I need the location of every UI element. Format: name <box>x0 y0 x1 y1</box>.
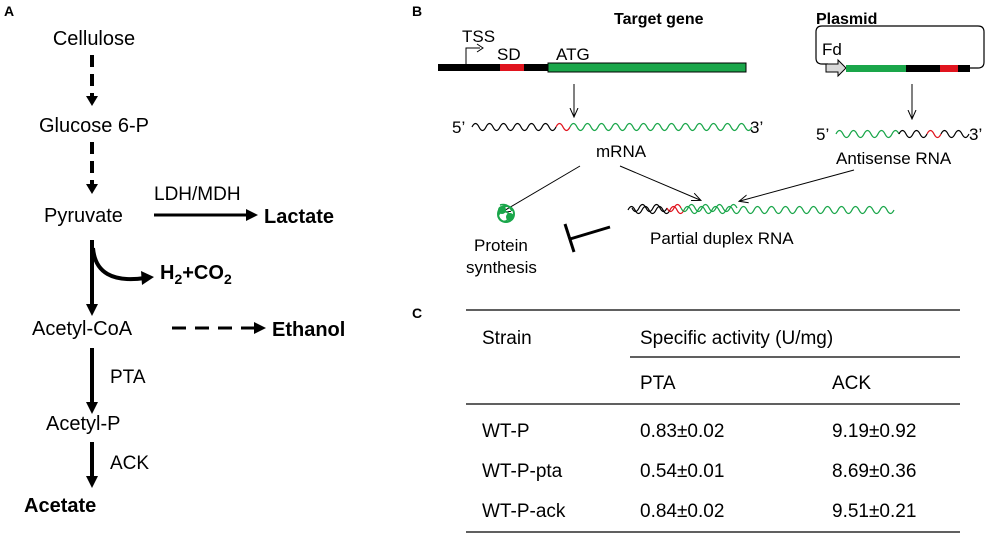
arrow-antisense-to-duplex <box>740 169 855 201</box>
node-ethanol: Ethanol <box>272 319 345 341</box>
tss-label: TSS <box>462 27 495 46</box>
node-pyruvate: Pyruvate <box>44 205 123 227</box>
arrowhead-acetylcoa-ethanol <box>254 322 266 334</box>
antisense-wave-red <box>926 129 942 139</box>
arrowhead-acetylp-acetate <box>86 476 98 488</box>
mrna-5prime: 5’ <box>452 118 465 137</box>
protein-label-line2: synthesis <box>466 258 537 277</box>
mrna-label: mRNA <box>596 142 647 161</box>
antisense-5prime: 5’ <box>816 125 829 144</box>
target-gene-bar <box>438 62 747 73</box>
enzyme-ldh-mdh: LDH/MDH <box>154 184 241 205</box>
node-lactate: Lactate <box>264 206 334 228</box>
node-glucose6p: Glucose 6-P <box>39 115 149 137</box>
duplex-label: Partial duplex RNA <box>650 229 794 248</box>
svg-text:WT-P-ack: WT-P-ack <box>482 501 566 522</box>
mrna-wave-black <box>471 122 557 132</box>
mrna-3prime: 3’ <box>750 118 763 137</box>
atg-label: ATG <box>556 45 590 64</box>
mrna-wave-green <box>569 122 753 132</box>
arrowhead-pyruvate-acetylcoa <box>86 304 98 316</box>
tss-arrow <box>465 47 480 64</box>
inhibition-line <box>569 225 611 241</box>
svg-text:0.54±0.01: 0.54±0.01 <box>640 461 724 482</box>
table-row: WT-P-ack 0.84±0.02 9.51±0.21 <box>482 501 916 522</box>
svg-text:WT-P: WT-P <box>482 421 530 442</box>
arrowhead-pyruvate-lactate <box>246 209 258 221</box>
protein-blob-icon <box>497 203 515 223</box>
panel-label-a: A <box>4 3 14 19</box>
enzyme-ack: ACK <box>110 453 149 474</box>
node-h2co2: H2+CO2 <box>160 262 232 287</box>
node-acetate: Acetate <box>24 495 96 517</box>
table-header-strain: Strain <box>482 328 532 349</box>
plasmid-title: Plasmid <box>816 11 877 28</box>
antisense-label: Antisense RNA <box>836 149 952 168</box>
protein-label-line1: Protein <box>474 236 528 255</box>
panel-label-c: C <box>412 305 422 321</box>
svg-text:0.83±0.02: 0.83±0.02 <box>640 421 724 442</box>
antisense-3prime: 3’ <box>969 125 982 144</box>
enzyme-pta: PTA <box>110 367 146 388</box>
node-cellulose: Cellulose <box>53 28 135 50</box>
arrowhead-cellulose-glucose <box>86 96 98 106</box>
plasmid-outline <box>815 25 985 69</box>
node-acetylcoa: Acetyl-CoA <box>32 318 133 340</box>
svg-text:8.69±0.36: 8.69±0.36 <box>832 461 916 482</box>
antisense-wave-black-1 <box>898 129 928 139</box>
plasmid-insert-bar <box>846 65 970 72</box>
arrowhead-acetylcoa-acetylp <box>86 402 98 414</box>
fd-promoter-arrow <box>825 58 847 78</box>
table-subheader-ack: ACK <box>832 373 871 394</box>
arrow-mrna-to-duplex <box>619 165 700 200</box>
branch-curve-h2co2 <box>91 247 146 282</box>
fd-label: Fd <box>822 40 842 59</box>
target-gene-title: Target gene <box>614 11 704 28</box>
svg-text:WT-P-pta: WT-P-pta <box>482 461 563 482</box>
arrowhead-h2co2 <box>141 271 154 285</box>
tss-arrowhead <box>476 43 484 53</box>
table-header-activity: Specific activity (U/mg) <box>640 328 833 349</box>
panel-label-b: B <box>412 3 422 19</box>
svg-text:0.84±0.02: 0.84±0.02 <box>640 501 724 522</box>
antisense-wave-black-2 <box>940 129 970 139</box>
node-acetylp: Acetyl-P <box>46 413 120 435</box>
inhibition-bar <box>563 223 576 253</box>
arrow-mrna-to-protein <box>502 165 581 212</box>
sd-label: SD <box>497 45 521 64</box>
svg-text:9.51±0.21: 9.51±0.21 <box>832 501 916 522</box>
antisense-wave-green <box>835 129 900 139</box>
table-row: WT-P 0.83±0.02 9.19±0.92 <box>482 421 916 442</box>
table-row: WT-P-pta 0.54±0.01 8.69±0.36 <box>482 461 916 482</box>
mrna-wave-red <box>555 122 571 132</box>
partial-duplex-rna <box>627 203 895 215</box>
table-subheader-pta: PTA <box>640 373 676 394</box>
arrowhead-glucose-pyruvate <box>86 184 98 194</box>
svg-text:9.19±0.92: 9.19±0.92 <box>832 421 916 442</box>
